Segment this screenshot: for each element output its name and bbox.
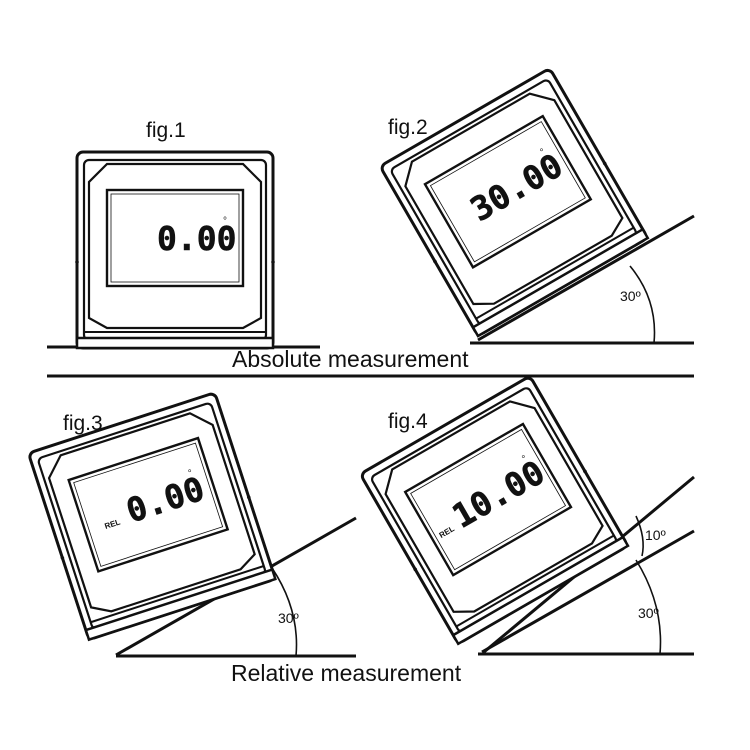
fig3-angle-label: 30º [278,610,299,626]
relative-measurement-title: Relative measurement [231,660,462,686]
fig3-device: 0.00 REL ° [25,390,279,642]
fig2-device: 30.00 ° [376,65,651,339]
absolute-measurement-title: Absolute measurement [232,346,469,372]
fig1-lcd-reading: 0.00 [157,219,236,258]
fig3-label: fig.3 [63,412,103,435]
fig2-label: fig.2 [388,116,428,139]
fig3-angle-arc [271,567,298,657]
fig4-angle-arc-30 [635,559,662,655]
fig2-degree-mark: ° [538,147,547,159]
fig4-incline-30-line [481,529,695,654]
fig2-group: fig.2 30º 30.00 ° [376,65,695,345]
fig3-degree-mark: ° [187,468,194,480]
fig4-label: fig.4 [388,410,428,433]
fig1-device: 0.00 ° [73,150,277,350]
fig4-degree-mark: ° [520,453,529,465]
fig3-group: fig.3 30º 0.00 REL ° [25,390,357,658]
fig1-group: fig.1 0.00 ° [47,119,320,350]
fig4-angle-label-10: 10º [645,527,666,543]
fig4-device: 10.00 REL ° [357,373,632,647]
fig2-angle-arc [629,265,656,344]
fig1-label: fig.1 [146,119,186,142]
fig4-angle-arc-10 [635,515,644,557]
fig1-degree-mark: ° [223,216,227,227]
fig2-incline-line [477,214,695,342]
fig4-angle-label-30: 30º [638,605,659,621]
fig2-angle-label: 30º [620,288,641,304]
fig4-group: fig.4 30º 10º 10.00 REL ° [357,373,695,656]
